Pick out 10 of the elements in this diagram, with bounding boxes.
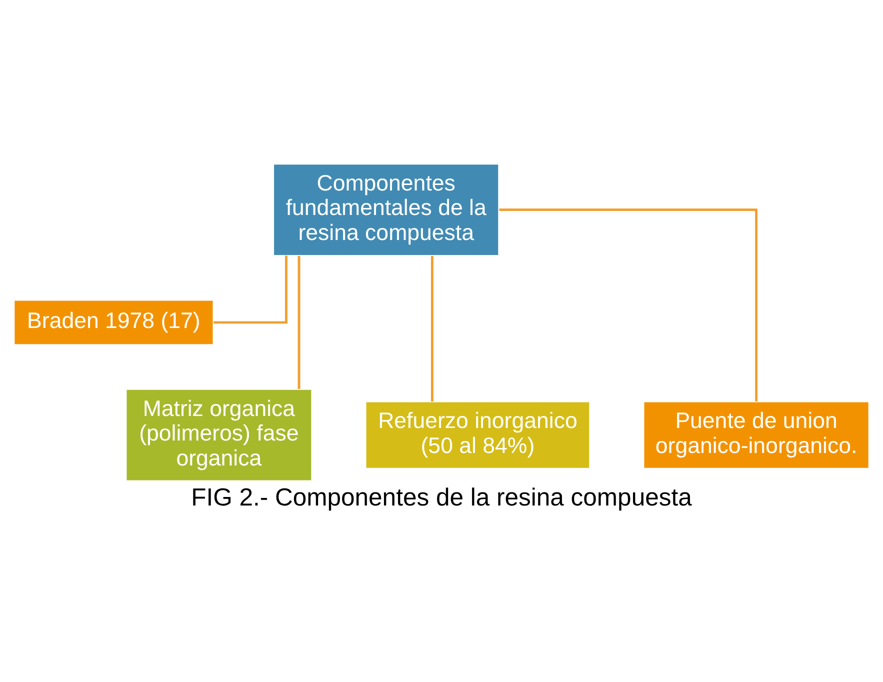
connector <box>298 256 300 390</box>
node-box: Matriz organica (polimeros) fase organica <box>125 388 312 482</box>
connector <box>214 256 288 324</box>
connector <box>499 208 758 402</box>
connector <box>430 256 434 402</box>
node-box: Refuerzo inorganico (50 al 84%) <box>365 401 590 470</box>
node-box: Puente de union organico-inorganico. <box>643 401 870 470</box>
node-box: Braden 1978 (17) <box>13 300 214 346</box>
node-box: Componentes fundamentales de la resina compuesta <box>272 163 500 256</box>
caption: FIG 2.- Componentes de la resina compuesta <box>191 484 692 512</box>
